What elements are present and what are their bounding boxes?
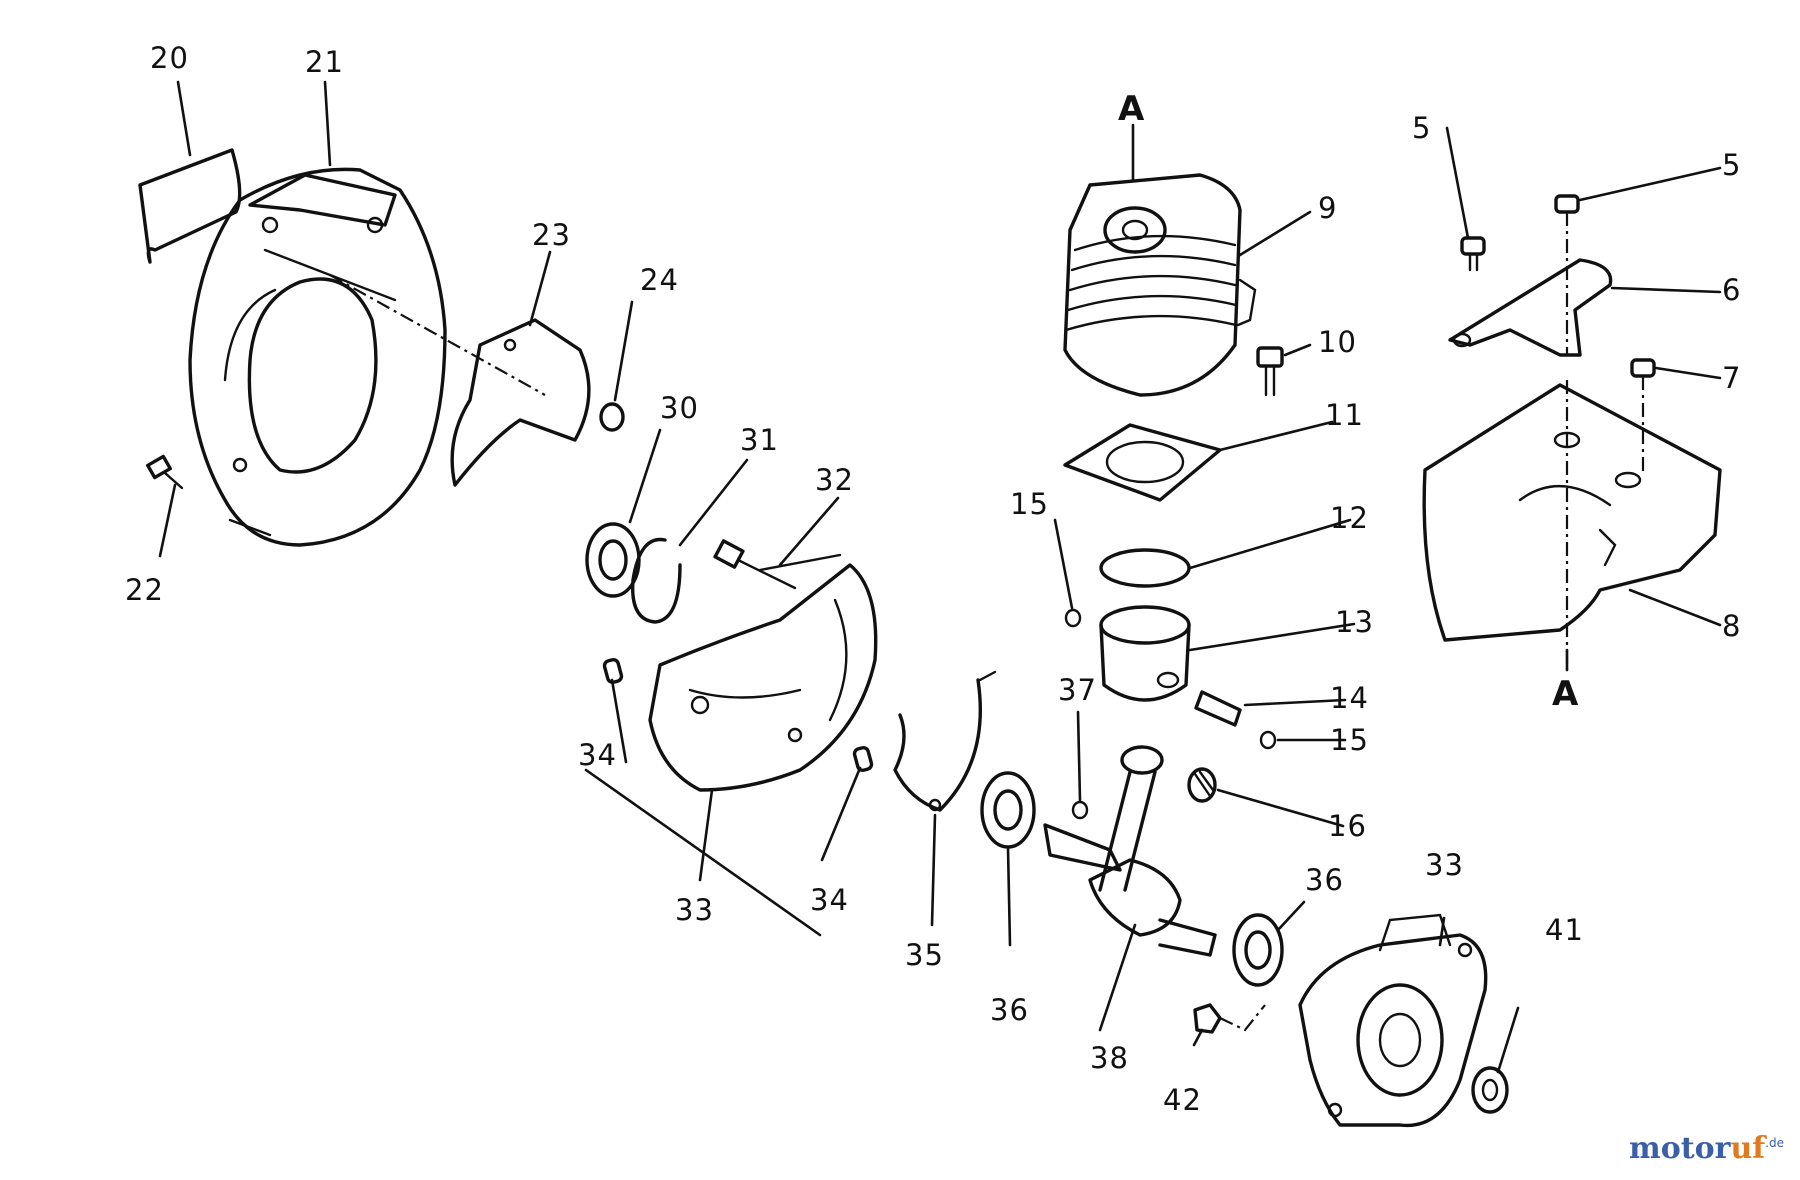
callout-8: 8 [1722,609,1741,643]
callout-6: 6 [1722,273,1741,307]
callout-33-left: 33 [675,893,714,927]
part-38-crankshaft [1043,745,1217,957]
callout-24: 24 [640,263,679,297]
callout-20: 20 [150,41,189,75]
callout-32: 32 [815,463,854,497]
callout-30: 30 [660,391,699,425]
part-15-circlip-lower [1259,730,1277,750]
callout-34-right: 34 [810,883,849,917]
part-15-circlip-upper [1064,608,1082,628]
part-10-bolt [1256,346,1284,397]
part-20-decal [138,148,242,264]
part-36-bearing-center [980,771,1036,849]
callout-42: 42 [1163,1083,1202,1117]
callout-11: 11 [1325,398,1364,432]
part-23-baffle [450,318,591,487]
callout-21: 21 [305,45,344,79]
part-42-nut [1193,1003,1266,1034]
callout-38: 38 [1090,1041,1129,1075]
part-8-cover [1422,383,1722,642]
watermark-brand-main: motor [1629,1131,1731,1166]
part-33-crankcase-right [1298,913,1488,1128]
callout-41: 41 [1545,913,1584,947]
part-7-screw [1630,358,1656,475]
part-32-bolt [713,539,797,590]
callout-14: 14 [1330,681,1369,715]
part-14-piston-pin [1194,690,1242,727]
callout-36-right: 36 [1305,863,1344,897]
callout-35: 35 [905,938,944,972]
part-35-gasket [893,670,997,812]
part-21-fan-housing [188,167,546,547]
callout-37: 37 [1058,673,1097,707]
callout-31: 31 [740,423,779,457]
callout-12: 12 [1330,501,1369,535]
callout-34-left: 34 [578,738,617,772]
callout-33-right: 33 [1425,848,1464,882]
part-13-piston [1099,605,1191,702]
callout-22: 22 [125,573,164,607]
callout-23: 23 [532,218,571,252]
part-16-needle-bearing [1187,767,1217,803]
callout-7: 7 [1722,361,1741,395]
section-marker-a-bottom: A [1552,674,1579,714]
callout-36-center: 36 [990,993,1029,1027]
part-5-screw-left [1460,236,1486,272]
section-marker-a-top: A [1118,89,1145,129]
callout-13: 13 [1335,605,1374,639]
callout-15-lower: 15 [1330,723,1369,757]
part-11-gasket [1063,423,1222,502]
watermark-brand-accent: uf [1730,1131,1766,1166]
part-5-screw-right [1554,194,1580,355]
callout-10: 10 [1318,325,1357,359]
callout-5-right: 5 [1722,148,1741,182]
watermark-tld: .de [1765,1136,1784,1150]
callout-5-left: 5 [1412,111,1431,145]
site-watermark: motoruf.de [1629,1131,1784,1166]
callout-15-upper: 15 [1010,487,1049,521]
leader-lines [158,80,1722,1074]
part-31-snap-ring [630,537,682,624]
part-34-dowel-pins [602,657,874,773]
part-36-bearing-right [1232,913,1284,987]
part-41-oil-seal [1471,1066,1509,1114]
part-9-cylinder [1063,173,1257,397]
part-22-screw [146,454,184,490]
part-33-crankcase-left [648,553,878,792]
part-6-bracket [1448,258,1613,357]
part-12-piston-ring [1099,548,1191,588]
callout-16: 16 [1328,809,1367,843]
callout-9: 9 [1318,191,1337,225]
part-37-clip [1071,800,1089,820]
part-24-cap [599,402,625,432]
